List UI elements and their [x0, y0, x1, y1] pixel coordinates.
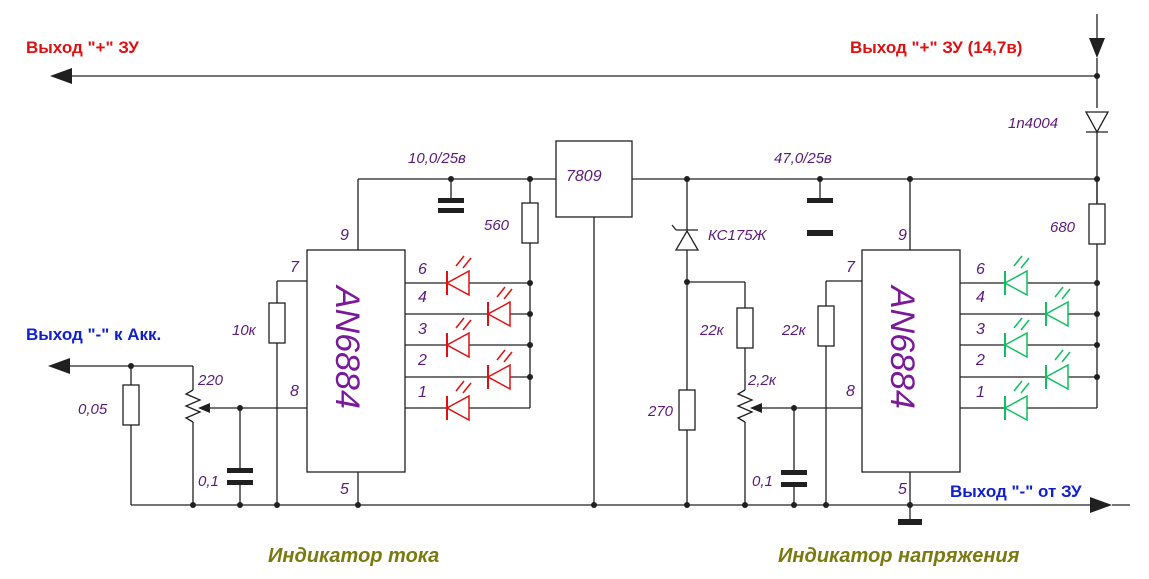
- led-num-3-right: 3: [976, 321, 985, 338]
- led-current-4: [486, 286, 513, 328]
- led-num-4-right: 4: [976, 289, 985, 306]
- resistor-680: [1088, 179, 1106, 408]
- pot-220-label: 220: [197, 372, 224, 389]
- right-pin-7: 7: [846, 259, 856, 276]
- out-minus-right-label: Выход "-" от ЗУ: [950, 482, 1082, 501]
- resistor-560: [521, 179, 539, 408]
- cap-01-left: [227, 408, 253, 508]
- led-num-1-right: 1: [976, 384, 985, 401]
- r-680-label: 680: [1050, 219, 1076, 236]
- led-current-3: [445, 317, 472, 359]
- right-pin-9: 9: [898, 227, 907, 244]
- resistor-22k-right: [817, 280, 862, 505]
- led-num-2-right: 2: [975, 352, 985, 369]
- diode-label: 1n4004: [1008, 115, 1058, 132]
- title-current-indicator: Индикатор тока: [268, 545, 439, 567]
- led-current-6: [445, 255, 472, 297]
- cap-01-left-label: 0,1: [198, 473, 219, 490]
- shunt-005: [48, 358, 193, 505]
- led-voltage-2: [1044, 349, 1071, 391]
- ic-left-an6884: [306, 249, 406, 473]
- ic-left-label: AN6884: [328, 284, 366, 409]
- cap-right-top-label: 47,0/25в: [774, 150, 832, 167]
- regulator-label: 7809: [566, 168, 602, 185]
- ic-right-label: AN6884: [883, 284, 921, 409]
- cap-left-top-label: 10,0/25в: [408, 150, 466, 167]
- led-num-2-left: 2: [417, 352, 427, 369]
- left-pin-9: 9: [340, 227, 349, 244]
- right-pin-8: 8: [846, 383, 855, 400]
- shunt-label: 0,05: [78, 401, 108, 418]
- led-bank-voltage: [960, 280, 1100, 409]
- zener-ks175zh: [671, 179, 700, 390]
- r-10k-label: 10к: [232, 322, 257, 339]
- led-current-1: [445, 380, 472, 422]
- title-voltage-indicator: Индикатор напряжения: [778, 545, 1020, 567]
- r-22k-right-label: 22к: [781, 322, 807, 339]
- cap-01-right-label: 0,1: [752, 473, 773, 490]
- cap-right-top: [807, 179, 833, 236]
- resistor-10k-left: [268, 280, 307, 508]
- led-num-1-left: 1: [418, 384, 427, 401]
- positive-rail: [50, 14, 1105, 108]
- led-current-2: [486, 349, 513, 391]
- pot-220-left: [184, 366, 307, 508]
- led-voltage-4: [1044, 286, 1071, 328]
- out-minus-left-label: Выход "-" к Акк.: [26, 325, 161, 344]
- r-22k-mid-label: 22к: [699, 322, 725, 339]
- r-270-label: 270: [647, 403, 674, 420]
- regulator-7809: [555, 140, 633, 218]
- led-num-6-right: 6: [976, 261, 985, 278]
- out-plus-left-label: Выход "+" ЗУ: [26, 38, 139, 57]
- resistor-270: [678, 389, 696, 505]
- right-pin-5: 5: [898, 481, 907, 498]
- left-pin-8: 8: [290, 383, 299, 400]
- left-pin-5: 5: [340, 481, 349, 498]
- cap-01-right: [781, 408, 807, 505]
- cap-left-top: [438, 179, 464, 213]
- led-voltage-6: [1003, 255, 1030, 297]
- led-num-4-left: 4: [418, 289, 427, 306]
- r-560-label: 560: [484, 217, 510, 234]
- pot-22k-label: 2,2к: [747, 372, 777, 389]
- led-voltage-1: [1003, 380, 1030, 422]
- led-voltage-3: [1003, 317, 1030, 359]
- led-num-3-left: 3: [418, 321, 427, 338]
- out-plus-right-label: Выход "+" ЗУ (14,7в): [850, 38, 1022, 57]
- ic-right-an6884: [861, 249, 961, 473]
- zener-label: КС175Ж: [708, 227, 768, 244]
- diode-1n4004: [1084, 111, 1110, 205]
- resistor-22k-mid: [687, 281, 754, 390]
- led-num-6-left: 6: [418, 261, 427, 278]
- left-pin-7: 7: [290, 259, 300, 276]
